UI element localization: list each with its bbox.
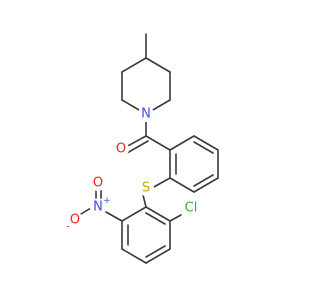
atom-label-o-double: O (93, 176, 103, 191)
bond-ring (145, 57, 171, 73)
bond-aromatic-inner (193, 141, 214, 154)
atom-label-n: N (141, 107, 151, 122)
atom-o-nitro-minus: O - (66, 212, 83, 233)
atom-label-n-nitro: N (93, 200, 103, 215)
bond-aromatic (169, 177, 195, 193)
chemical-structure-diagram: N O S N + O - O Cl (66, 33, 219, 264)
bond-carbonyl-aryl (145, 135, 171, 151)
bond-n-o-single (80, 207, 92, 215)
atom-label-o: O (116, 142, 126, 157)
nitro-group (80, 189, 123, 222)
atom-label-o-minus: O (70, 213, 80, 228)
atom-o-carbonyl: O (113, 141, 129, 157)
bond-c-cl (169, 214, 182, 222)
bond-aromatic (193, 135, 219, 151)
bond-aromatic (145, 206, 171, 222)
charge-plus: + (103, 196, 111, 206)
benzene-ring-upper (169, 135, 219, 193)
bond-aromatic-inner (193, 174, 214, 187)
bond-aromatic (169, 135, 195, 151)
bond-aryl-s (151, 177, 171, 189)
bond-aromatic (193, 177, 219, 193)
charge-minus: - (66, 222, 70, 233)
atom-o-nitro-double: O (90, 175, 106, 191)
bond-aromatic-inner (145, 245, 166, 258)
piperidine-ring (121, 33, 171, 115)
bond-aromatic-inner (145, 212, 166, 225)
atom-s-thioether: S (138, 180, 154, 196)
bond-s-aryl (142, 194, 147, 208)
atom-label-s: S (142, 181, 150, 196)
atom-cl: Cl (181, 198, 201, 218)
thioether-bridge (142, 177, 171, 208)
bond-aromatic (145, 248, 171, 264)
bond-aromatic (121, 206, 147, 222)
bond-carbonyl-double (126, 140, 149, 154)
chloro-substituent (169, 214, 182, 222)
benzene-ring-lower (121, 206, 171, 264)
atom-n-amide: N (138, 106, 154, 122)
bond-aromatic (121, 248, 147, 264)
atom-n-nitro: N + (90, 196, 111, 215)
bond-ring (121, 57, 147, 73)
bond-c-n-nitro (105, 211, 123, 222)
atom-label-cl: Cl (185, 201, 198, 216)
